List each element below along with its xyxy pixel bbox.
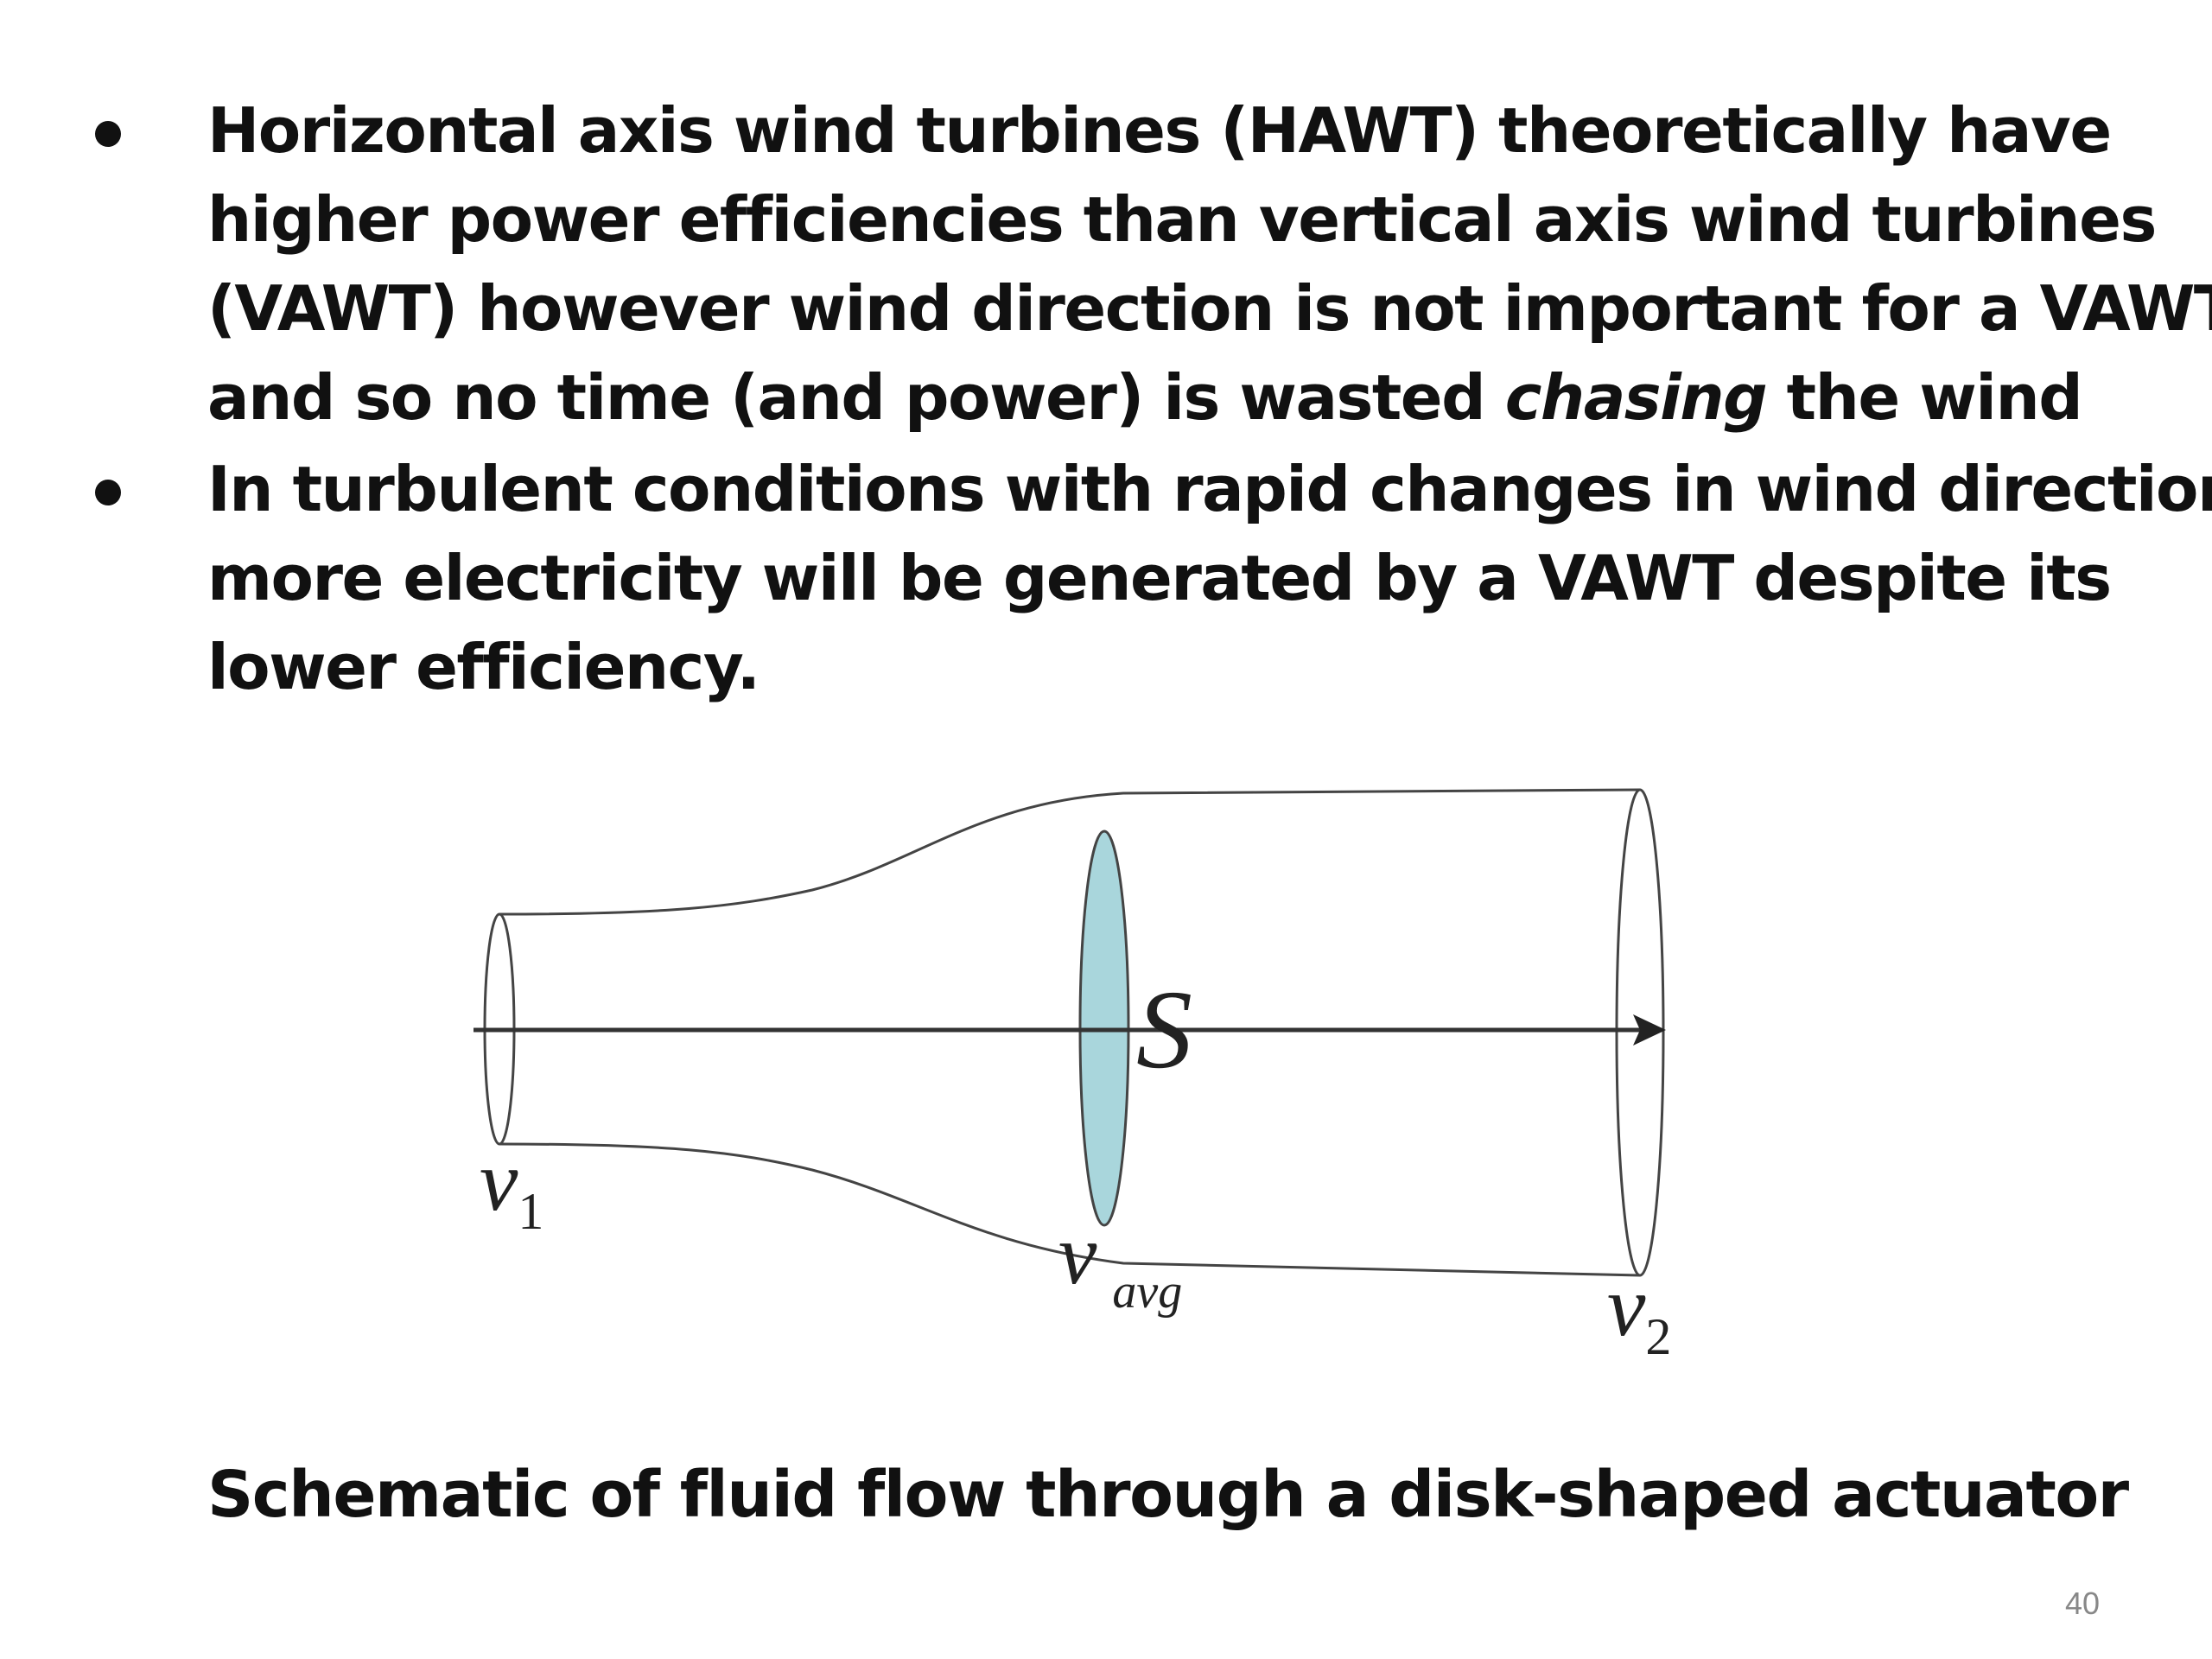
bullet-2-line-2: more electricity will be generated by a …: [207, 542, 2112, 614]
bullet-item-hawt-vs-vawt: Horizontal axis wind turbines (HAWT) the…: [207, 86, 2212, 442]
inlet-velocity-symbol: v: [480, 1133, 518, 1229]
bullet-item-turbulent-conditions: In turbulent conditions with rapid chang…: [207, 445, 2212, 712]
disk-area-label: S: [1136, 968, 1192, 1092]
inlet-velocity-label: v1: [480, 1133, 543, 1240]
bullet-1-emphasis: chasing: [1504, 361, 1768, 434]
outlet-velocity-symbol: v: [1607, 1258, 1646, 1354]
bullet-1-line-1: Horizontal axis wind turbines (HAWT) the…: [207, 94, 2112, 167]
stream-tube-upper-boundary: [499, 788, 1641, 916]
bullet-1-line-4-after: the wind: [1766, 361, 2083, 434]
bullet-1-line-4-before: and so no time (and power) is wasted: [207, 361, 1505, 434]
disk-velocity-symbol: v: [1058, 1206, 1097, 1302]
bullet-1-line-4: and so no time (and power) is wasted cha…: [207, 353, 2108, 442]
bullet-point-icon: [95, 480, 121, 505]
outlet-velocity-subscript: 2: [1645, 1308, 1671, 1365]
bullet-2-line-1: In turbulent conditions with rapid chang…: [207, 453, 2212, 525]
diagram-caption: Schematic of fluid flow through a disk-s…: [207, 1458, 2129, 1532]
bullet-1-line-2: higher power efficiencies than vertical …: [207, 183, 2157, 256]
disk-velocity-subscript: avg: [1112, 1265, 1182, 1319]
slide-page-number: 40: [2065, 1586, 2101, 1621]
stream-tube-lower-boundary: [499, 1142, 1641, 1277]
bullet-2-line-3: lower efficiency.: [207, 631, 760, 703]
outlet-cross-section: [1615, 788, 1665, 1277]
inlet-velocity-subscript: 1: [518, 1183, 543, 1240]
bullet-1-line-3: (VAWT) however wind direction is not imp…: [207, 272, 2212, 345]
outlet-velocity-label: v2: [1607, 1258, 1671, 1365]
bullet-point-icon: [95, 121, 121, 147]
flow-direction-arrow-icon: [1633, 1014, 1666, 1046]
